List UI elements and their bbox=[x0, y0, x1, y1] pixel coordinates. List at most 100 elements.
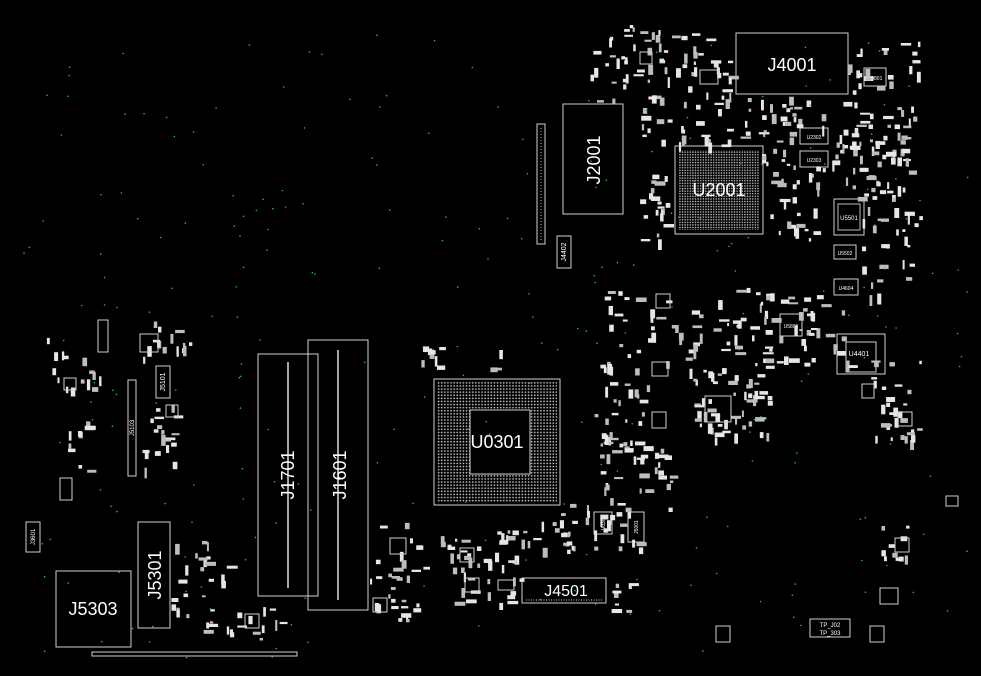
smd-part bbox=[572, 520, 578, 524]
component-j4501[interactable]: J4501 bbox=[521, 577, 607, 604]
smd-part bbox=[887, 124, 891, 128]
component-j3601[interactable]: J3601 bbox=[25, 521, 41, 553]
svg-text:U5501: U5501 bbox=[840, 216, 858, 222]
ic-outline bbox=[244, 613, 260, 629]
component-j1601[interactable]: J1601 bbox=[307, 339, 369, 611]
ic-outline bbox=[651, 411, 667, 429]
smd-part bbox=[897, 186, 902, 197]
smd-part bbox=[230, 632, 235, 638]
smd-part bbox=[611, 609, 623, 614]
via bbox=[290, 624, 293, 626]
smd-part bbox=[612, 450, 623, 454]
component-u5801[interactable]: U5801 bbox=[779, 313, 803, 337]
smd-part bbox=[611, 412, 619, 416]
via bbox=[393, 428, 395, 431]
smd-part bbox=[633, 456, 637, 465]
smd-part bbox=[99, 376, 102, 387]
smd-part bbox=[374, 603, 380, 612]
component-j4402[interactable]: J4402 bbox=[556, 235, 572, 269]
smd-part bbox=[793, 165, 796, 170]
smd-part bbox=[890, 437, 893, 441]
smd-part bbox=[147, 346, 152, 357]
component-j1701[interactable]: J1701 bbox=[257, 353, 319, 597]
smd-part bbox=[603, 367, 607, 374]
component-u4604[interactable]: U4604 bbox=[833, 278, 859, 296]
via bbox=[242, 266, 245, 269]
smd-part bbox=[416, 603, 420, 608]
smd-part bbox=[721, 348, 731, 352]
component-u2303[interactable]: U2303 bbox=[799, 150, 829, 168]
component-j4001[interactable]: J4001 bbox=[735, 32, 849, 95]
svg-text:J5103: J5103 bbox=[130, 419, 136, 436]
smd-part bbox=[447, 546, 456, 550]
smd-part bbox=[82, 357, 88, 367]
smd-part bbox=[633, 74, 644, 77]
smd-part bbox=[807, 313, 812, 317]
via bbox=[922, 533, 925, 536]
via bbox=[497, 106, 499, 108]
smd-part bbox=[821, 114, 827, 122]
component-j5103[interactable]: J5103 bbox=[127, 379, 137, 477]
via bbox=[557, 348, 559, 351]
component-u0301[interactable]: U0301 bbox=[433, 378, 561, 506]
component-u2302[interactable]: U2302 bbox=[799, 127, 829, 145]
via bbox=[100, 193, 102, 196]
via bbox=[238, 376, 241, 379]
smd-part bbox=[632, 27, 635, 32]
component-j5001[interactable]: J5001 bbox=[627, 511, 645, 543]
smd-part bbox=[895, 557, 901, 561]
smd-part bbox=[779, 336, 784, 344]
smd-part bbox=[766, 295, 771, 301]
svg-text:J5001: J5001 bbox=[634, 520, 640, 534]
smd-part bbox=[748, 108, 752, 112]
smd-part bbox=[852, 90, 857, 95]
smd-part bbox=[734, 375, 739, 381]
via bbox=[864, 591, 867, 593]
smd-part bbox=[877, 279, 884, 283]
smd-part bbox=[601, 433, 607, 439]
smd-part bbox=[681, 126, 684, 132]
smd-part bbox=[781, 159, 786, 162]
via bbox=[423, 585, 425, 587]
smd-part bbox=[630, 440, 633, 446]
smd-part bbox=[871, 377, 878, 380]
component-j2001[interactable]: J2001 bbox=[562, 103, 624, 215]
via bbox=[595, 186, 597, 189]
smd-part bbox=[203, 629, 214, 634]
smd-part bbox=[252, 631, 261, 635]
component-u5502[interactable]: U5502 bbox=[833, 244, 857, 260]
smd-part bbox=[688, 86, 693, 93]
smd-part bbox=[770, 104, 773, 113]
smd-part bbox=[692, 325, 703, 329]
smd-part bbox=[808, 238, 812, 242]
smd-part bbox=[750, 326, 760, 330]
via bbox=[794, 583, 797, 585]
smd-part bbox=[399, 551, 404, 562]
smd-part bbox=[461, 539, 471, 543]
component-j5301[interactable]: J5301 bbox=[137, 521, 171, 629]
smd-part bbox=[844, 145, 849, 149]
component-u0302[interactable]: U0302 bbox=[593, 511, 613, 535]
component-u2001[interactable]: U2001 bbox=[674, 145, 764, 235]
smd-part bbox=[879, 264, 889, 269]
smd-part bbox=[732, 320, 742, 324]
smd-part bbox=[571, 545, 574, 551]
smd-part bbox=[699, 423, 702, 428]
smd-part bbox=[727, 128, 734, 132]
smd-part bbox=[877, 86, 886, 91]
component-u5501[interactable]: U5501 bbox=[833, 198, 865, 236]
component-j5303[interactable]: J5303 bbox=[55, 570, 132, 648]
smd-part bbox=[754, 395, 765, 400]
smd-part bbox=[884, 556, 887, 562]
component-j5101[interactable]: J5101 bbox=[155, 365, 171, 399]
smd-part bbox=[627, 508, 632, 519]
smd-part bbox=[158, 340, 162, 349]
smd-part bbox=[640, 31, 649, 34]
via bbox=[556, 416, 558, 419]
via bbox=[563, 503, 565, 505]
smd-part bbox=[567, 531, 571, 536]
via bbox=[957, 269, 959, 271]
smd-part bbox=[171, 433, 180, 436]
smd-part bbox=[746, 399, 758, 403]
test-points[interactable]: TP_J02 TP_303 bbox=[809, 618, 851, 638]
